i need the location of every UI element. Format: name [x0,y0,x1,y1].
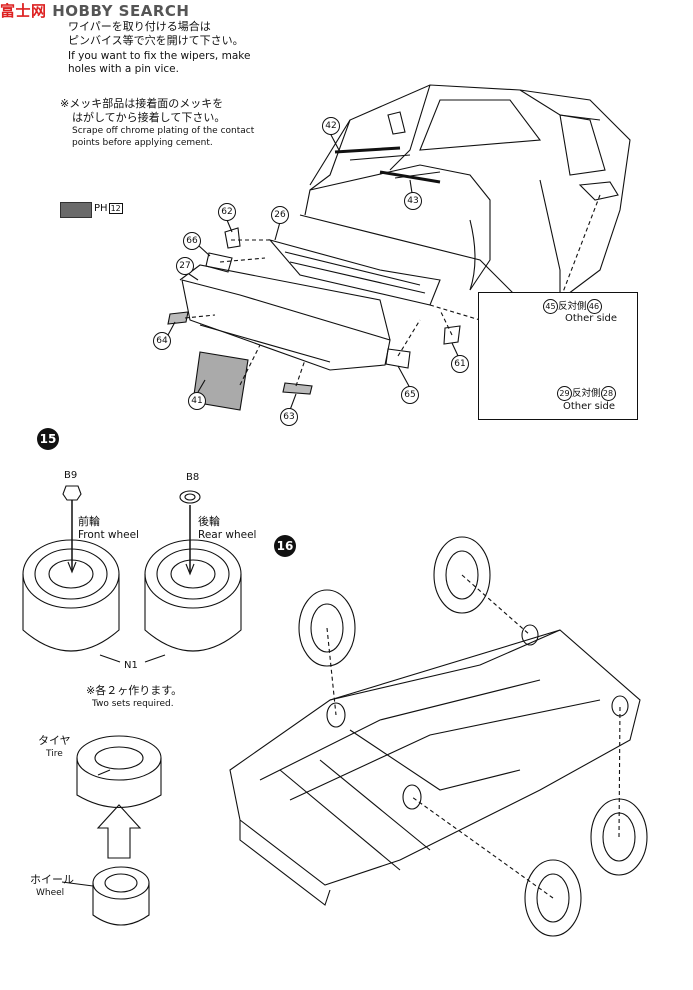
front-wheel-en: Front wheel [78,529,139,541]
watermark-en: HOBBY SEARCH [52,2,190,20]
part-42: 42 [322,117,340,135]
paint-label: PH [94,203,108,214]
part-29: 29 [557,386,572,401]
rear-wheel-en: Rear wheel [198,529,257,541]
wheel-en: Wheel [36,888,65,898]
watermark-logo: 富士网 HOBBY SEARCH [0,0,189,21]
part-43: 43 [404,192,422,210]
wiper-note-jp-2: ピンバイス等で穴を開けて下さい。 [68,34,244,47]
tire-jp: タイヤ [38,734,71,747]
rear-wheel-jp: 後輪 [198,515,220,528]
part-b9: B9 [64,470,78,481]
part-64: 64 [153,332,171,350]
other-side-b: Other side [563,401,616,412]
chrome-note-jp-1: ※メッキ部品は接着面のメッキを [60,97,224,110]
pair-text-a: 反対側 [558,301,587,312]
step-16-badge: 16 [274,535,296,557]
chrome-note-en-1: Scrape off chrome plating of the contact [72,126,255,136]
watermark-cn: 富士网 [0,2,47,20]
wiper-note-en-2: holes with a pin vice. [68,63,179,75]
part-66: 66 [183,232,201,250]
part-27: 27 [176,257,194,275]
part-62: 62 [218,203,236,221]
part-26: 26 [271,206,289,224]
part-45: 45 [543,299,558,314]
part-n1: N1 [124,660,138,671]
tire-en: Tire [46,749,63,759]
part-b8: B8 [186,472,200,483]
front-wheel-jp: 前輪 [78,515,100,528]
wheel-jp: ホイール [30,873,74,886]
part-61: 61 [451,355,469,373]
paint-swatch [60,202,92,218]
part-28: 28 [600,386,616,401]
wiper-note-en-1: If you want to fix the wipers, make [68,50,251,62]
two-sets-jp: ※各２ヶ作ります。 [86,684,183,697]
other-side-a: Other side [565,313,618,324]
chrome-note-jp-2: はがしてから接着して下さい。 [72,111,226,124]
part-63: 63 [280,408,298,426]
wiper-note-jp-1: ワイパーを取り付ける場合は [68,20,211,33]
part-41: 41 [188,392,206,410]
part-46: 46 [586,299,602,314]
step-15-badge: 15 [37,428,59,450]
pair-text-b: 反対側 [572,388,601,399]
paint-number: 12 [108,203,123,214]
part-65: 65 [401,386,419,404]
chrome-note-en-2: points before applying cement. [72,138,213,148]
two-sets-en: Two sets required. [92,699,174,709]
